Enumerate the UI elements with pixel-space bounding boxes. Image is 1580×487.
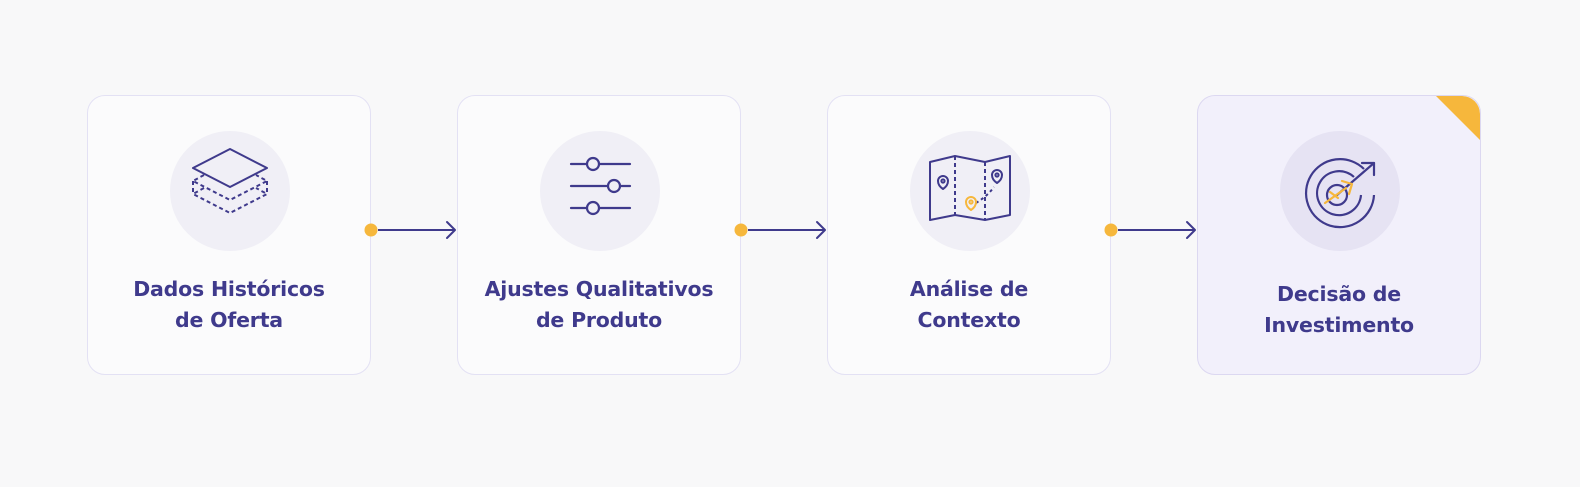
flow-arrow xyxy=(1102,218,1202,242)
connector-dot xyxy=(364,223,378,237)
layers-icon xyxy=(192,148,268,214)
map-icon xyxy=(929,155,1011,221)
step-label-line2: de Oferta xyxy=(175,308,283,332)
arrow-head-icon xyxy=(1186,221,1196,239)
step-label-line2: Investimento xyxy=(1264,313,1414,337)
step-label-line2: de Produto xyxy=(535,308,663,332)
flow-arrow xyxy=(732,218,832,242)
step-label-line1: Análise de xyxy=(909,277,1029,301)
step-label-line2: Contexto xyxy=(917,308,1021,332)
step-label: Dados Históricos de Oferta xyxy=(88,274,370,336)
step-label-line1: Dados Históricos xyxy=(133,277,325,301)
step-label: Análise de Contexto xyxy=(828,274,1110,336)
connector-dot xyxy=(734,223,748,237)
step-label: Decisão de Investimento xyxy=(1198,279,1480,341)
step-card-dados-historicos: Dados Históricos de Oferta xyxy=(87,95,371,375)
step-card-decisao-investimento: Decisão de Investimento xyxy=(1197,95,1481,375)
step-card-ajustes-qualitativos: Ajustes Qualitativos de Produto xyxy=(457,95,741,375)
step-card-analise-contexto: Análise de Contexto xyxy=(827,95,1111,375)
arrow-head-icon xyxy=(446,221,456,239)
flow-arrow xyxy=(362,218,462,242)
arrow-head-icon xyxy=(816,221,826,239)
sliders-icon xyxy=(569,156,632,216)
icon-badge xyxy=(540,131,660,251)
step-label: Ajustes Qualitativos de Produto xyxy=(458,274,740,336)
icon-badge xyxy=(910,131,1030,251)
corner-accent xyxy=(1436,96,1480,140)
step-label-line1: Decisão de xyxy=(1277,282,1401,306)
target-icon xyxy=(1304,158,1376,229)
icon-badge xyxy=(170,131,290,251)
connector-dot xyxy=(1104,223,1118,237)
icon-badge xyxy=(1280,131,1400,251)
step-label-line1: Ajustes Qualitativos xyxy=(484,277,714,301)
